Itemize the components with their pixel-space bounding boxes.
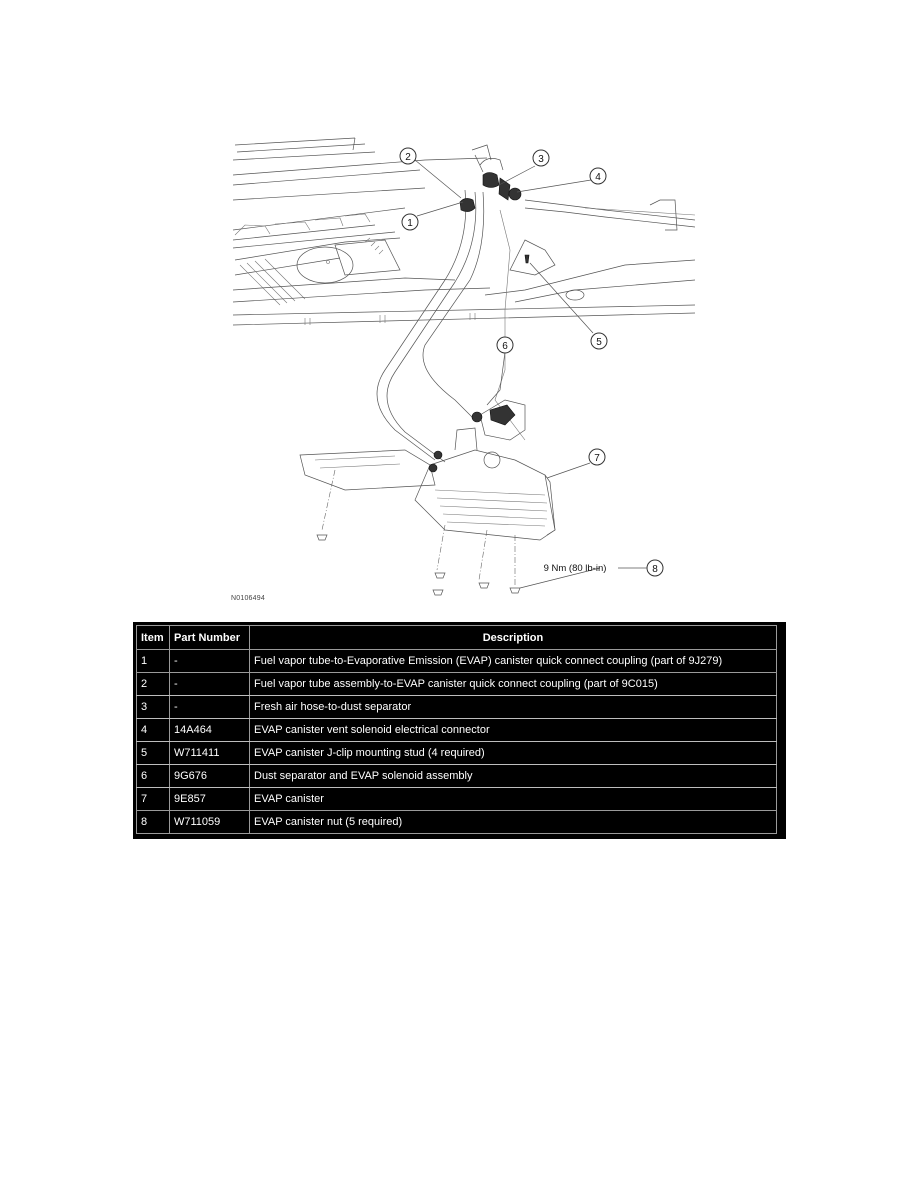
callout-1: 1 [401,213,419,231]
cell-part-number: W711059 [169,810,250,834]
cell-item: 2 [136,672,170,696]
table-row: 7 9E857 EVAP canister [136,787,777,811]
cell-part-number: - [169,672,250,696]
table-header-row: Item Part Number Description [136,625,777,650]
cell-part-number: - [169,649,250,673]
cell-description: Fuel vapor tube assembly-to-EVAP caniste… [249,672,777,696]
header-part-number: Part Number [169,625,250,650]
cell-description: Fuel vapor tube-to-Evaporative Emission … [249,649,777,673]
header-item: Item [136,625,170,650]
svg-text:7: 7 [594,453,600,464]
cell-item: 3 [136,695,170,719]
cell-description: Dust separator and EVAP solenoid assembl… [249,764,777,788]
cell-description: EVAP canister vent solenoid electrical c… [249,718,777,742]
cell-part-number: 14A464 [169,718,250,742]
cell-item: 5 [136,741,170,765]
cell-part-number: 9E857 [169,787,250,811]
table-row: 4 14A464 EVAP canister vent solenoid ele… [136,718,777,742]
cell-description: Fresh air hose-to-dust separator [249,695,777,719]
table-row: 8 W711059 EVAP canister nut (5 required) [136,810,777,834]
cell-item: 8 [136,810,170,834]
svg-text:2: 2 [405,152,411,163]
svg-text:6: 6 [502,341,508,352]
svg-text:4: 4 [595,172,601,183]
cell-part-number: - [169,695,250,719]
cell-item: 4 [136,718,170,742]
svg-text:3: 3 [538,154,544,165]
parts-table-container: Item Part Number Description 1 - Fuel va… [133,622,786,839]
svg-text:8: 8 [652,564,658,575]
header-description: Description [249,625,777,650]
callout-6: 6 [496,336,514,354]
cell-description: EVAP canister nut (5 required) [249,810,777,834]
table-row: 6 9G676 Dust separator and EVAP solenoid… [136,764,777,788]
table-row: 5 W711411 EVAP canister J-clip mounting … [136,741,777,765]
table-row: 2 - Fuel vapor tube assembly-to-EVAP can… [136,672,777,696]
callout-8: 8 [646,559,664,577]
cell-part-number: W711411 [169,741,250,765]
callout-2: 2 [399,147,417,165]
callout-3: 3 [532,149,550,167]
cell-item: 1 [136,649,170,673]
parts-table: Item Part Number Description 1 - Fuel va… [136,625,777,834]
svg-text:1: 1 [407,218,413,229]
table-row: 1 - Fuel vapor tube-to-Evaporative Emiss… [136,649,777,673]
cell-part-number: 9G676 [169,764,250,788]
table-row: 3 - Fresh air hose-to-dust separator [136,695,777,719]
callout-5: 5 [590,332,608,350]
evap-canister-diagram: 1 2 3 4 5 6 7 8 9 Nm (80 lb-in) [225,130,695,610]
callout-7: 7 [588,448,606,466]
cell-item: 7 [136,787,170,811]
callout-4: 4 [589,167,607,185]
svg-text:5: 5 [596,337,602,348]
cell-description: EVAP canister J-clip mounting stud (4 re… [249,741,777,765]
exploded-view-illustration: 1 2 3 4 5 6 7 8 9 Nm (80 lb-in) [232,137,695,596]
torque-spec-label: 9 Nm (80 lb-in) [544,563,607,574]
figure-id-label: N0106494 [231,595,265,602]
cell-item: 6 [136,764,170,788]
cell-description: EVAP canister [249,787,777,811]
